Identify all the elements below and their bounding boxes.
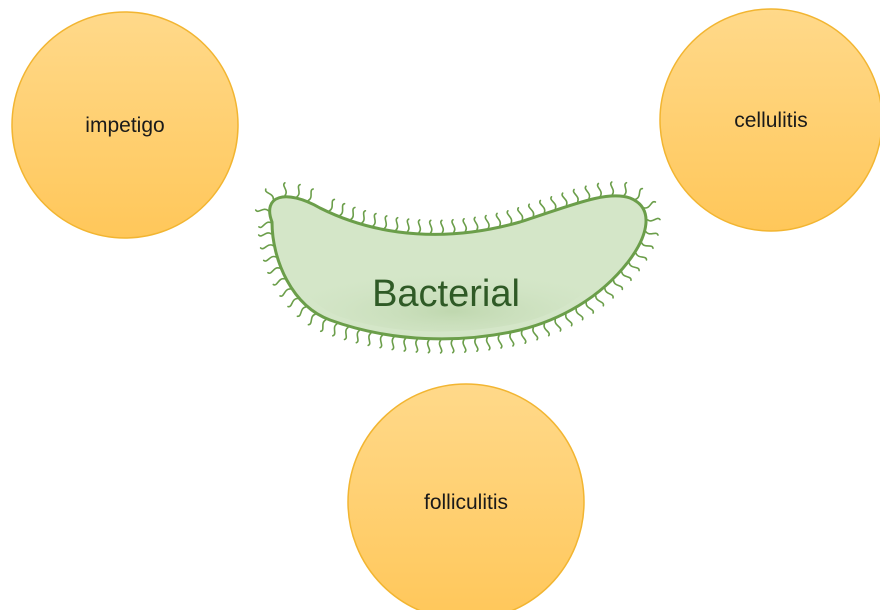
- flagellum: [430, 220, 432, 233]
- flagellum: [529, 204, 534, 216]
- flagellum: [474, 217, 477, 229]
- condition-label-folliculitis: folliculitis: [424, 491, 508, 514]
- center-label: Bacterial: [372, 273, 520, 315]
- flagellum: [266, 189, 274, 199]
- flagellum: [622, 272, 631, 280]
- flagellum: [498, 336, 502, 348]
- flagellum: [510, 334, 514, 346]
- flagellum: [416, 340, 418, 352]
- flagellum: [629, 263, 639, 271]
- flagellum: [280, 289, 290, 296]
- flagellum: [646, 232, 658, 235]
- flagellum: [648, 218, 661, 220]
- flagellum: [356, 331, 359, 343]
- flagellum: [268, 268, 280, 273]
- flagellum: [368, 333, 371, 345]
- flagellum: [636, 189, 643, 200]
- flagellum: [487, 337, 490, 349]
- flagellum: [485, 216, 489, 228]
- flagellum: [256, 209, 269, 211]
- flagellum: [555, 320, 561, 332]
- flagellum: [551, 197, 556, 209]
- flagellum: [562, 193, 567, 205]
- flagellum: [624, 183, 626, 195]
- flagellum: [596, 296, 604, 306]
- flagellum: [340, 204, 345, 216]
- flagellum: [362, 211, 366, 223]
- flagellum: [380, 335, 382, 347]
- flagellum: [533, 328, 538, 340]
- flagellum: [308, 314, 315, 325]
- flagellum: [273, 279, 284, 285]
- flagellum: [418, 220, 420, 233]
- flagellum: [396, 218, 398, 230]
- flagellum: [475, 339, 478, 352]
- condition-label-cellulitis: cellulitis: [734, 109, 808, 132]
- flagellum: [451, 340, 454, 353]
- flagellum: [441, 220, 443, 233]
- flagellum: [614, 281, 623, 290]
- flagellum: [308, 189, 313, 201]
- flagellum: [540, 201, 545, 213]
- flagellum: [333, 324, 337, 336]
- condition-label-impetigo: impetigo: [85, 114, 164, 137]
- flagellum: [321, 320, 326, 331]
- flagellum: [428, 340, 430, 353]
- flagellum: [407, 219, 409, 231]
- condition-node-impetigo: impetigo: [12, 12, 238, 238]
- condition-node-cellulitis: cellulitis: [660, 9, 880, 231]
- flagellum: [404, 339, 406, 351]
- flagellum: [288, 299, 298, 307]
- flagellum: [576, 309, 583, 320]
- flagellum: [284, 183, 286, 196]
- flagellum: [463, 219, 466, 231]
- flagellum: [544, 324, 549, 336]
- bacterium-icon: Bacterial: [256, 182, 660, 353]
- flagellum: [518, 208, 523, 220]
- flagellum: [605, 288, 613, 298]
- flagellum: [259, 233, 271, 236]
- flagellum: [642, 243, 653, 248]
- flagellum: [598, 184, 602, 196]
- flagellum: [566, 315, 572, 326]
- flagellum: [385, 216, 387, 228]
- flagellum: [521, 331, 525, 343]
- flagellum: [264, 256, 276, 261]
- flagellum: [585, 186, 589, 198]
- flagellum: [586, 303, 593, 314]
- flagellum: [392, 337, 394, 349]
- flagellum: [373, 214, 376, 226]
- flagellum: [463, 340, 466, 352]
- flagellum: [261, 245, 273, 249]
- flagellum: [345, 328, 349, 340]
- flagellum: [297, 307, 305, 316]
- flagellum: [452, 220, 455, 233]
- flagellum: [573, 190, 578, 202]
- flagellum: [636, 253, 647, 260]
- flagellum: [611, 182, 614, 195]
- flagellum: [644, 202, 655, 208]
- flagellum: [351, 208, 355, 220]
- flagellum: [329, 199, 334, 210]
- flagellum: [259, 222, 271, 227]
- condition-node-folliculitis: folliculitis: [348, 384, 584, 610]
- flagellum: [297, 185, 300, 197]
- flagellum: [439, 340, 441, 353]
- flagellum: [507, 211, 511, 223]
- flagellum: [496, 213, 500, 225]
